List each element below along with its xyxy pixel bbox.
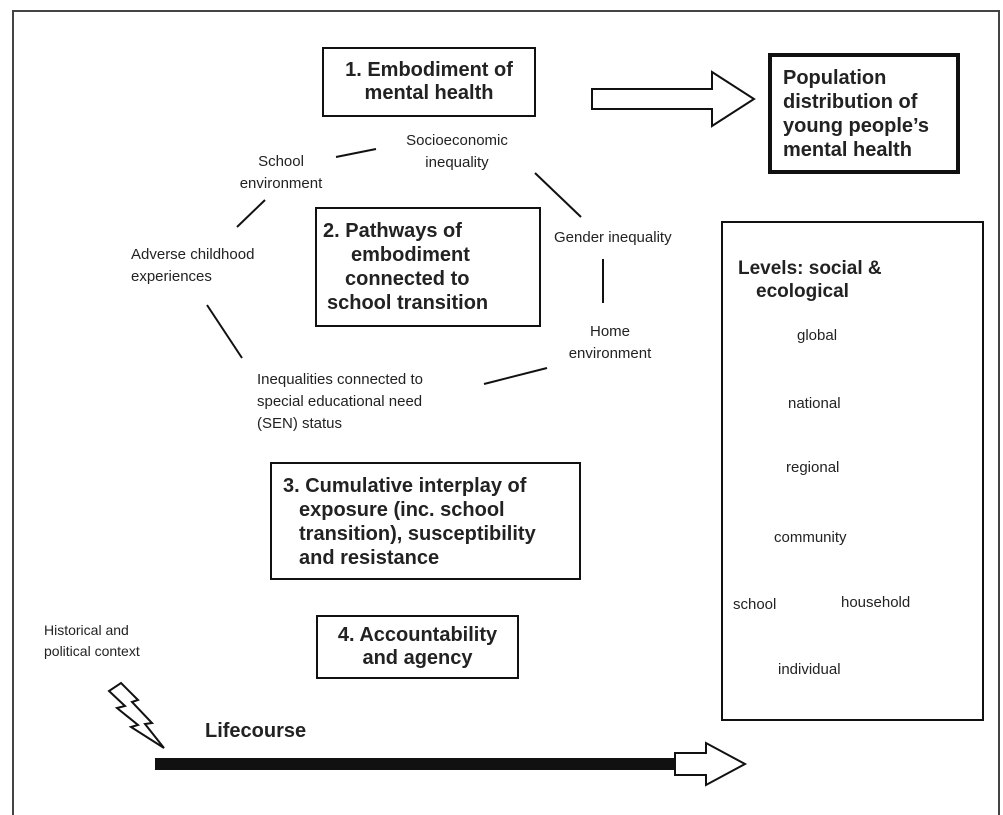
label-home-environment: Home environment [540, 321, 680, 365]
block-arrow-right [591, 70, 756, 128]
box-embodiment: 1. Embodiment of mental health [322, 47, 536, 117]
box-population: Population distribution of young people’… [768, 53, 960, 174]
socioeconomic-line-2: inequality [425, 154, 489, 171]
levels-title-line-1: Levels: social & [738, 258, 882, 279]
connector-socioeconomic-gender [534, 172, 582, 218]
label-gender-inequality: Gender inequality [554, 229, 672, 246]
connector-school-socioeconomic [335, 148, 377, 158]
levels-title: Levels: social & ecological [738, 257, 882, 303]
connector-adverse-school [236, 199, 266, 228]
pathways-line-4: school transition [327, 292, 489, 314]
population-line-3: young people’s [783, 115, 929, 137]
level-global: global [797, 327, 838, 344]
school-environment-line-2: environment [239, 175, 323, 192]
population-line-4: mental health [783, 139, 912, 161]
cumulative-line-4: and resistance [299, 547, 440, 569]
levels-title-line-2: ecological [756, 281, 849, 302]
sen-line-1: Inequalities connected to [257, 371, 423, 388]
accountability-line-1: 4. Accountability [337, 624, 498, 646]
label-lifecourse: Lifecourse [205, 720, 307, 742]
cumulative-line-3: transition), susceptibility [299, 523, 536, 545]
label-historical: Historical and political context [44, 620, 140, 662]
school-environment-line-1: School [258, 153, 304, 170]
connector-home-sen [483, 367, 548, 385]
cumulative-line-1: 3. Cumulative interplay of [283, 475, 527, 497]
embodiment-line-2: mental health [364, 82, 494, 104]
adverse-line-2: experiences [131, 268, 212, 285]
historical-line-2: political context [44, 643, 140, 659]
figure-frame [12, 10, 1000, 815]
box-pathways: 2. Pathways of embodiment connected to s… [315, 207, 541, 327]
accountability-line-2: and agency [362, 647, 473, 669]
level-school: school [733, 596, 777, 613]
level-national: national [788, 395, 841, 412]
lifecourse-arrowhead [674, 741, 748, 787]
level-household: household [841, 594, 911, 611]
pathways-line-1: 2. Pathways of [323, 220, 462, 242]
box-cumulative: 3. Cumulative interplay of exposure (inc… [270, 462, 581, 580]
connector-adverse-sen [206, 304, 243, 359]
population-line-1: Population [783, 67, 887, 89]
label-socioeconomic: Socioeconomic inequality [376, 130, 538, 174]
sen-line-2: special educational need [257, 393, 423, 410]
label-sen: Inequalities connected to special educat… [257, 369, 423, 435]
cumulative-line-2: exposure (inc. school [299, 499, 505, 521]
pathways-line-2: embodiment [351, 244, 470, 266]
level-regional: regional [786, 459, 840, 476]
adverse-line-1: Adverse childhood [131, 246, 255, 263]
box-accountability: 4. Accountability and agency [316, 615, 519, 679]
home-line-1: Home [589, 323, 630, 340]
lightning-icon [107, 681, 165, 749]
sen-line-3: (SEN) status [257, 415, 343, 432]
level-individual: individual [778, 661, 841, 678]
pathways-line-3: connected to [345, 268, 470, 290]
box-levels [721, 221, 984, 721]
historical-line-1: Historical and [44, 622, 129, 638]
lifecourse-bar [155, 758, 675, 770]
socioeconomic-line-1: Socioeconomic [406, 132, 508, 149]
population-line-2: distribution of [783, 91, 918, 113]
label-adverse-childhood: Adverse childhood experiences [131, 244, 254, 288]
home-line-2: environment [568, 345, 652, 362]
label-school-environment: School environment [225, 151, 337, 195]
embodiment-line-1: 1. Embodiment of [345, 59, 513, 81]
level-community: community [774, 529, 847, 546]
